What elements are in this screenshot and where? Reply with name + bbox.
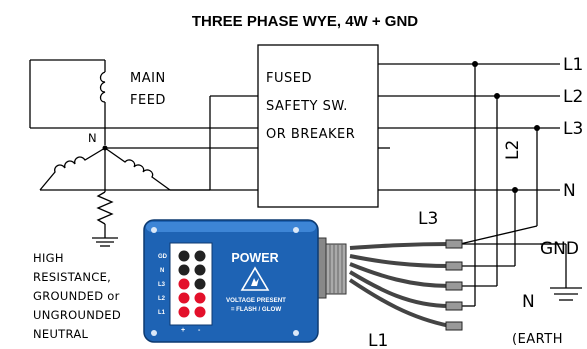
minus-label: - [198,327,201,334]
wire-label-l2: L2 [503,140,523,160]
led-l3-2 [194,278,206,290]
transformer-neutral-label: N [88,131,97,145]
shock-warning-icon [240,266,270,291]
phase-label-l3: L3 [563,119,583,139]
voltage-indicator-device: GD N L3 L2 L1 + - POWER VOLTAGE PRESENT … [143,219,319,343]
led-l2-2 [194,292,206,304]
breaker-label-line2: SAFETY SW. [266,99,348,114]
neutral-note-line1: HIGH [33,251,64,265]
led-gd-1 [178,250,190,262]
led-gd-2 [194,250,206,262]
terminal-label-n: N [160,268,164,274]
breaker-box [257,44,379,208]
terminal-label-gd: GD [158,254,168,260]
phase-label-l1: L1 [563,55,583,75]
breaker-label-line1: FUSED [266,71,312,86]
led-l1-2 [194,306,206,318]
neutral-note-line2: RESISTANCE, [33,270,111,284]
earth-label: (EARTH [512,332,563,347]
voltage-text-line2: = FLASH / GLOW [231,306,282,313]
led-l2-1 [178,292,190,304]
terminal-label-l1: L1 [158,310,166,316]
phase-label-l2: L2 [563,87,583,107]
device-leads [348,239,463,331]
neutral-note-line4: UNGROUNDED [33,308,121,322]
device-title: POWER [231,251,278,265]
led-l1-1 [178,306,190,318]
led-panel [169,242,213,326]
main-feed-label-line1: MAIN [130,71,166,86]
neutral-note-line3: GROUNDED or [33,289,120,303]
breaker-label-line3: OR BREAKER [266,127,355,142]
terminal-label-l3: L3 [158,282,166,288]
wire-label-l1: L1 [368,331,388,349]
main-feed-coil [29,59,106,145]
neutral-note: HIGH RESISTANCE, GROUNDED or UNGROUNDED … [33,251,121,341]
phase-label-gnd: GND [540,239,579,259]
led-l3-1 [178,278,190,290]
neutral-resistor [92,160,118,247]
plus-label: + [181,327,185,334]
terminal-label-l2: L2 [158,296,166,302]
voltage-text-line1: VOLTAGE PRESENT [226,297,286,304]
led-n-2 [194,264,206,276]
main-feed-label-line2: FEED [130,93,166,108]
neutral-note-line5: NEUTRAL [33,327,89,341]
earth-n-label: N [522,292,535,312]
diagram-title: THREE PHASE WYE, 4W + GND [192,13,418,30]
wye-coils [39,147,258,191]
phase-label-n: N [563,181,576,201]
wire-label-l3: L3 [418,209,438,229]
led-n-1 [178,264,190,276]
earth-ground-icon [540,243,582,301]
